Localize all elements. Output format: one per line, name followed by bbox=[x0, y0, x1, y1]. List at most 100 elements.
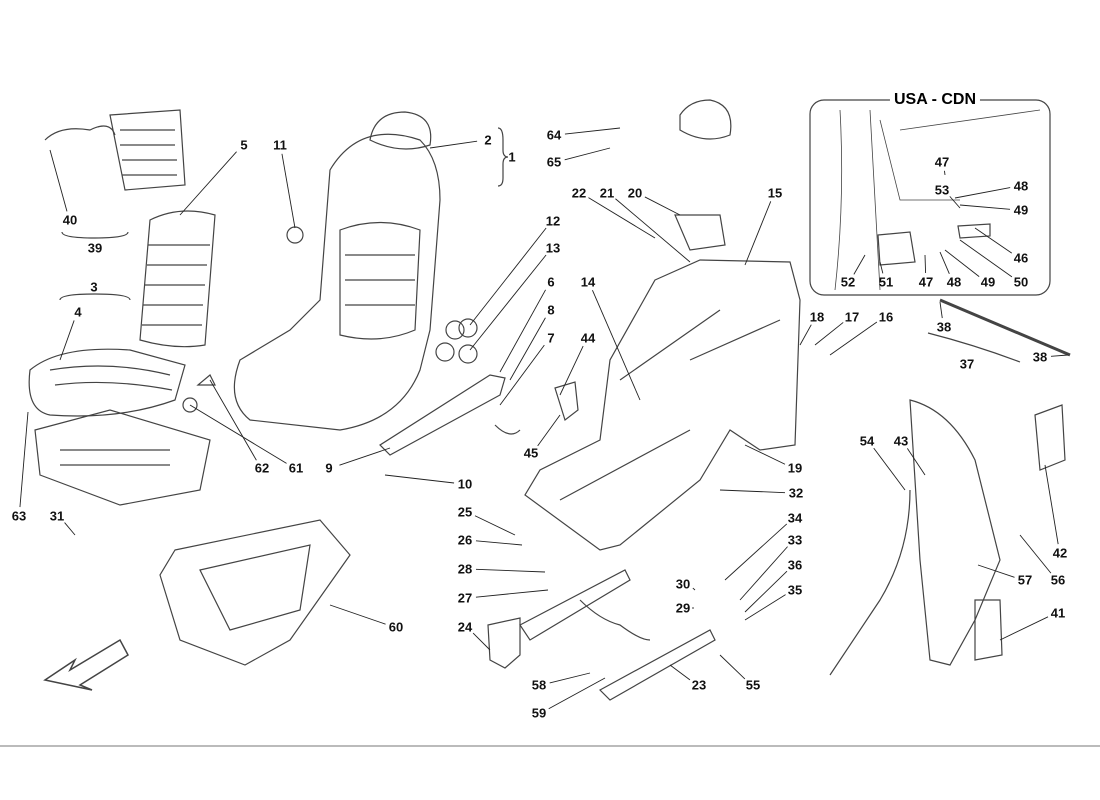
leader-line-33 bbox=[739, 546, 788, 601]
leader-line-22 bbox=[588, 197, 656, 239]
callout-12: 12 bbox=[545, 213, 561, 229]
callout-30: 30 bbox=[675, 576, 691, 592]
leader-line-50 bbox=[959, 239, 1013, 278]
callout-38: 38 bbox=[1032, 349, 1048, 365]
callout-45: 45 bbox=[523, 445, 539, 461]
callout-19: 19 bbox=[787, 460, 803, 476]
callout-5: 5 bbox=[240, 137, 248, 153]
slide-rail-left bbox=[519, 569, 631, 641]
leader-line-48 bbox=[939, 251, 950, 275]
callout-38: 38 bbox=[936, 319, 952, 335]
callout-39: 39 bbox=[87, 240, 103, 256]
part-drawings bbox=[28, 99, 1071, 701]
callout-53: 53 bbox=[934, 182, 950, 198]
callout-3: 3 bbox=[90, 279, 98, 295]
callout-34: 34 bbox=[787, 510, 803, 526]
callout-49: 49 bbox=[1013, 202, 1029, 218]
callout-47: 47 bbox=[934, 154, 950, 170]
callout-50: 50 bbox=[1013, 274, 1029, 290]
bracket-51 bbox=[877, 231, 916, 266]
leader-line-63 bbox=[19, 411, 29, 508]
callout-7: 7 bbox=[547, 330, 555, 346]
leader-line-27 bbox=[475, 589, 549, 598]
leader-line-43 bbox=[906, 448, 926, 476]
callout-36: 36 bbox=[787, 557, 803, 573]
leader-line-36 bbox=[744, 570, 788, 613]
callout-4: 4 bbox=[74, 304, 82, 320]
leader-line-25 bbox=[474, 515, 516, 536]
callout-46: 46 bbox=[1013, 250, 1029, 266]
callout-35: 35 bbox=[787, 582, 803, 598]
callout-58: 58 bbox=[531, 677, 547, 693]
callout-33: 33 bbox=[787, 532, 803, 548]
leader-line-54 bbox=[873, 447, 906, 491]
callout-10: 10 bbox=[457, 476, 473, 492]
leader-line-45 bbox=[537, 414, 561, 447]
leader-line-23 bbox=[669, 664, 691, 681]
backrest-pad bbox=[139, 210, 216, 348]
lever-62 bbox=[196, 374, 216, 386]
callout-20: 20 bbox=[627, 185, 643, 201]
leader-line-26 bbox=[475, 540, 523, 546]
leader-line-42 bbox=[1044, 464, 1059, 545]
inset-title: USA - CDN bbox=[889, 91, 981, 109]
callout-1: 1 bbox=[508, 149, 516, 165]
callout-44: 44 bbox=[580, 330, 596, 346]
seat-cushion-foam bbox=[34, 409, 211, 506]
leader-line-47 bbox=[944, 170, 946, 176]
callout-6: 6 bbox=[547, 274, 555, 290]
heater-mat bbox=[109, 109, 186, 191]
callout-49: 49 bbox=[980, 274, 996, 290]
leader-line-49 bbox=[944, 249, 980, 277]
callout-2: 2 bbox=[484, 132, 492, 148]
leader-line-44 bbox=[559, 345, 584, 396]
callout-43: 43 bbox=[893, 433, 909, 449]
leader-line-21 bbox=[615, 198, 691, 263]
leader-line-34 bbox=[724, 523, 788, 581]
callout-23: 23 bbox=[691, 677, 707, 693]
callout-64: 64 bbox=[546, 127, 562, 143]
callout-11: 11 bbox=[273, 137, 287, 153]
knob-11 bbox=[286, 226, 304, 244]
leader-line-51 bbox=[879, 261, 884, 274]
rail-cable bbox=[579, 599, 651, 641]
seat-frame-60 bbox=[159, 519, 351, 666]
bottom-rule bbox=[0, 745, 1100, 747]
leader-lines bbox=[19, 127, 1069, 710]
leader-line-57 bbox=[977, 564, 1015, 578]
leader-line-24 bbox=[472, 632, 491, 651]
leader-line-48 bbox=[954, 187, 1011, 199]
callout-24: 24 bbox=[457, 619, 473, 635]
callout-56: 56 bbox=[1050, 572, 1066, 588]
slide-rail-right bbox=[599, 629, 716, 701]
leader-line-4 bbox=[59, 320, 75, 361]
leader-line-31 bbox=[64, 522, 76, 536]
bracket-46 bbox=[957, 223, 991, 239]
leader-line-6 bbox=[499, 289, 546, 373]
callout-47: 47 bbox=[918, 274, 934, 290]
belt-anchor-41 bbox=[974, 599, 1003, 661]
leader-line-53 bbox=[949, 196, 961, 209]
headrest bbox=[369, 111, 432, 150]
leader-line-55 bbox=[719, 654, 746, 680]
leader-line-60 bbox=[329, 604, 386, 625]
callout-18: 18 bbox=[809, 309, 825, 325]
leader-line-64 bbox=[564, 127, 621, 135]
callout-17: 17 bbox=[844, 309, 860, 325]
seat-skeleton bbox=[524, 259, 801, 551]
callout-15: 15 bbox=[767, 185, 783, 201]
leader-line-5 bbox=[179, 151, 237, 216]
callout-60: 60 bbox=[388, 619, 404, 635]
callout-61: 61 bbox=[288, 460, 304, 476]
leader-line-56 bbox=[1019, 534, 1052, 574]
leader-line-41 bbox=[999, 616, 1049, 641]
leader-line-49 bbox=[959, 204, 1011, 210]
leader-line-62 bbox=[209, 379, 257, 461]
b-pillar-trim bbox=[909, 399, 1001, 666]
callout-9: 9 bbox=[325, 460, 333, 476]
leader-line-12 bbox=[469, 227, 547, 326]
callout-42: 42 bbox=[1052, 545, 1068, 561]
leader-line-38 bbox=[939, 301, 943, 319]
complete-seat bbox=[233, 133, 441, 431]
